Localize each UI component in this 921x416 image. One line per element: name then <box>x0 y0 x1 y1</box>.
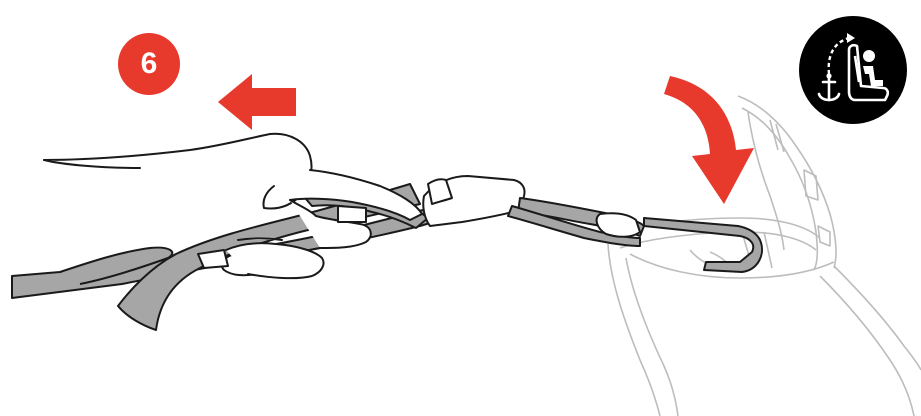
buckle-connector <box>423 176 524 226</box>
installation-mode-badge <box>799 16 907 124</box>
child-seat-anchor-icon <box>799 16 907 124</box>
step-number: 6 <box>141 47 158 81</box>
vehicle-seat-outline <box>608 96 921 416</box>
arrow-left-icon <box>218 74 298 130</box>
step-number-badge: 6 <box>118 33 180 95</box>
arrow-down-curved-icon <box>664 62 760 204</box>
